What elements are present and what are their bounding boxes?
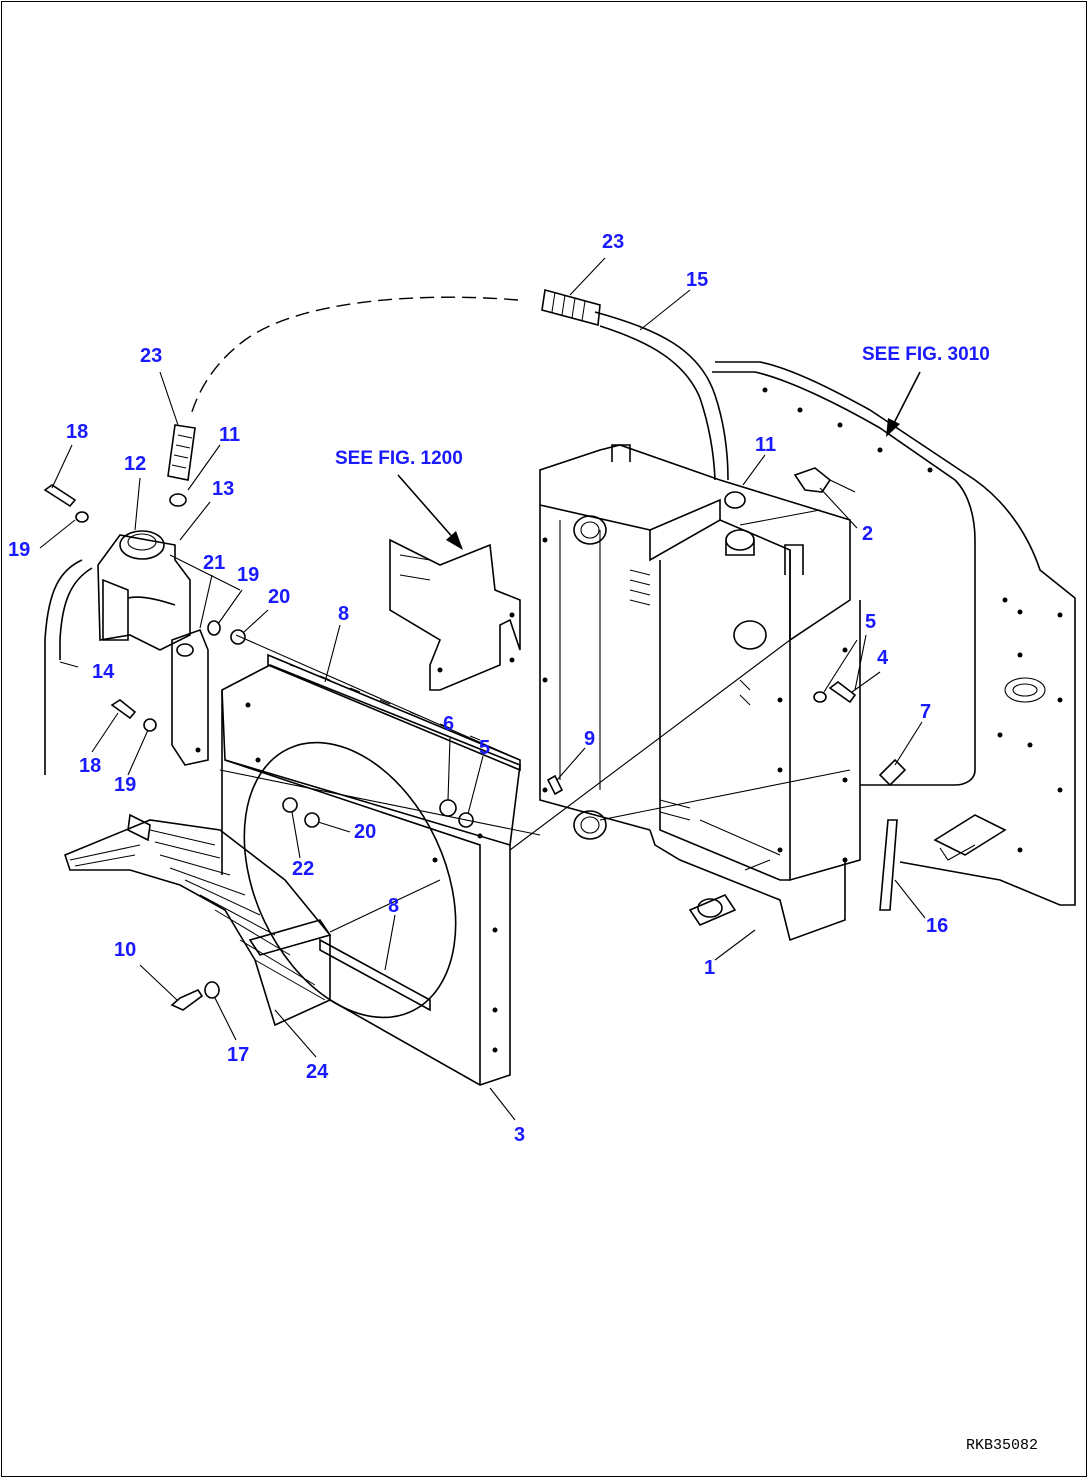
- callout-24: 24: [306, 1061, 329, 1083]
- hose-clamp-23-lower: [167, 424, 196, 481]
- washer-19-tank: [207, 620, 221, 636]
- ref-fig-3010: SEE FIG. 3010: [862, 344, 990, 365]
- seal-strip-8-lower: [319, 938, 431, 1012]
- callout-21: 21: [203, 552, 226, 574]
- callout-9: 9: [584, 728, 596, 750]
- bolt-18-lower: [110, 699, 137, 720]
- bracket-21: [171, 628, 209, 766]
- callout-4: 4: [877, 647, 889, 669]
- bracket-1200: [389, 538, 521, 691]
- callout-11-tank: 11: [219, 424, 241, 446]
- callout-5-radiator: 5: [865, 611, 877, 633]
- callout-18-lower: 18: [79, 755, 102, 777]
- callout-23-upper: 23: [602, 231, 625, 253]
- washer-22: [282, 797, 298, 813]
- callout-2: 2: [862, 523, 874, 545]
- callout-1: 1: [704, 957, 716, 979]
- callout-5-shroud: 5: [479, 737, 491, 759]
- callout-16: 16: [926, 915, 949, 937]
- callout-17: 17: [227, 1044, 250, 1066]
- callout-15: 15: [686, 269, 709, 291]
- radiator-cap-2: [793, 467, 856, 493]
- drain-valve-7: [878, 758, 907, 787]
- bolt-9: [546, 774, 564, 796]
- overflow-hose-14: [44, 559, 93, 775]
- ref-fig-1200: SEE FIG. 1200: [335, 448, 463, 469]
- nut-20-tank: [230, 629, 246, 645]
- washer-5-radiator: [813, 691, 827, 703]
- callout-12: 12: [124, 453, 147, 475]
- callout-8-lower: 8: [388, 895, 400, 917]
- radiator-1: [539, 444, 861, 942]
- callout-14: 14: [92, 661, 115, 683]
- washer-17: [204, 981, 220, 999]
- frame-outline-3010: [712, 361, 1076, 906]
- callout-18-upper: 18: [66, 421, 89, 443]
- leader-lines: [39, 257, 926, 1121]
- callout-23-lower: 23: [140, 345, 163, 367]
- bolt-4: [828, 680, 857, 704]
- hose-clamp-23-upper: [541, 288, 601, 327]
- callout-3: 3: [514, 1124, 526, 1146]
- drawing-code: RKB35082: [966, 1437, 1039, 1454]
- callout-11-radiator: 11: [755, 434, 777, 456]
- bolt-18-upper: [43, 484, 77, 508]
- nut-20-shroud: [304, 812, 320, 828]
- nut-6: [439, 799, 457, 817]
- callout-20-shroud: 20: [354, 821, 377, 843]
- washer-19-lower: [143, 718, 157, 732]
- reservoir-tank-12: [97, 530, 191, 651]
- callout-13: 13: [212, 478, 235, 500]
- fan-shroud-3: [221, 664, 521, 1086]
- washer-19-upper: [75, 511, 89, 523]
- callout-10: 10: [114, 939, 137, 961]
- fan-guard-24: [64, 813, 332, 1027]
- washer-5-shroud: [458, 812, 474, 828]
- callout-7: 7: [920, 701, 932, 723]
- callout-6: 6: [443, 713, 455, 735]
- reference-arrow-1200: [397, 474, 463, 550]
- callout-20-tank: 20: [268, 586, 291, 608]
- bolt-10: [170, 988, 204, 1011]
- callout-8-upper: 8: [338, 603, 350, 625]
- hose-15: [594, 311, 729, 481]
- callout-19-upper: 19: [8, 539, 31, 561]
- drain-hose-16: [879, 819, 898, 911]
- reference-arrow-3010: [886, 371, 921, 437]
- callout-22: 22: [292, 858, 315, 880]
- callout-19-lower: 19: [114, 774, 137, 796]
- callout-19-tank: 19: [237, 564, 260, 586]
